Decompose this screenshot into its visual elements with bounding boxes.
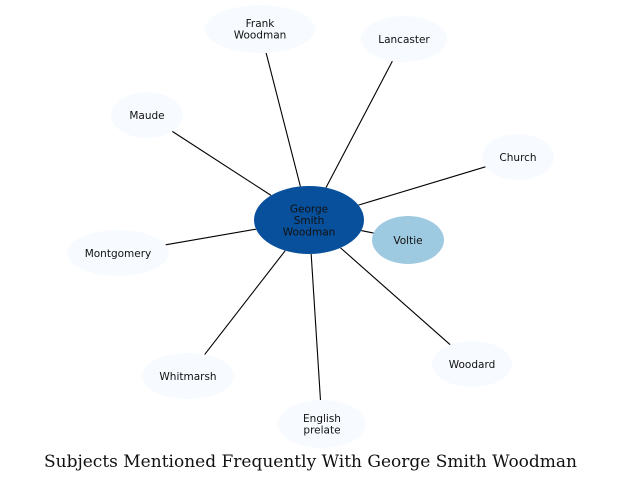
- edge-montgomery: [165, 228, 257, 246]
- node-woodard[interactable]: Woodard: [432, 341, 512, 387]
- edge-church: [358, 166, 486, 206]
- node-voltie[interactable]: Voltie: [372, 216, 444, 264]
- node-center-label-line-1: George: [290, 203, 328, 215]
- node-english-prelate-label-line-2: prelate: [303, 425, 340, 437]
- edge-frank-woodman: [265, 52, 301, 187]
- node-maude-label-line-1: Maude: [129, 110, 164, 122]
- diagram-title: Subjects Mentioned Frequently With Georg…: [43, 452, 577, 472]
- node-frank-woodman-ellipse: [205, 5, 315, 53]
- node-voltie-label-line-1: Voltie: [393, 235, 422, 247]
- node-montgomery-ellipse: [67, 230, 169, 276]
- edge-english-prelate: [310, 253, 322, 401]
- node-english-prelate-ellipse: [278, 400, 366, 448]
- node-voltie-ellipse: [372, 216, 444, 264]
- node-maude-ellipse: [111, 92, 183, 138]
- edge-lancaster: [325, 60, 393, 188]
- node-woodard-ellipse: [432, 341, 512, 387]
- node-whitmarsh-ellipse: [142, 353, 234, 399]
- node-lancaster-label-line-1: Lancaster: [378, 34, 430, 46]
- node-whitmarsh-label-line-1: Whitmarsh: [159, 371, 216, 383]
- node-church-label-line-1: Church: [499, 152, 536, 164]
- node-montgomery-label-line-1: Montgomery: [85, 248, 152, 260]
- node-center-ellipse: [254, 186, 364, 254]
- node-whitmarsh[interactable]: Whitmarsh: [142, 353, 234, 399]
- node-maude[interactable]: Maude: [111, 92, 183, 138]
- node-center-label-line-2: Smith: [294, 215, 325, 227]
- edge-maude: [171, 130, 272, 196]
- node-frank-woodman-label-line-2: Woodman: [234, 30, 287, 42]
- node-montgomery[interactable]: Montgomery: [67, 230, 169, 276]
- node-church[interactable]: Church: [482, 134, 554, 180]
- node-lancaster[interactable]: Lancaster: [361, 16, 447, 62]
- edge-woodard: [340, 247, 451, 346]
- edge-voltie: [361, 230, 374, 234]
- node-frank-woodman-label-line-1: Frank: [246, 18, 276, 30]
- edges-layer: [165, 52, 486, 401]
- node-lancaster-ellipse: [361, 16, 447, 62]
- edge-whitmarsh: [204, 250, 286, 355]
- node-center-label-line-3: Woodman: [283, 226, 336, 238]
- node-english-prelate-label-line-1: English: [303, 413, 341, 425]
- node-woodard-label-line-1: Woodard: [449, 359, 496, 371]
- node-church-ellipse: [482, 134, 554, 180]
